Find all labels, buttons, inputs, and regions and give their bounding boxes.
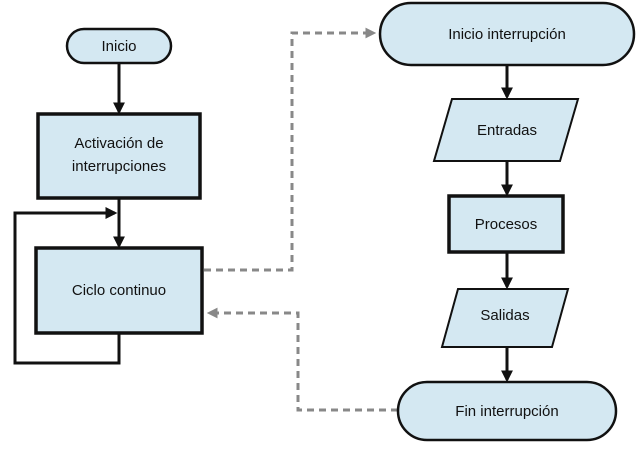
node-inicio-interrupcion-label: Inicio interrupción xyxy=(448,26,566,43)
node-activacion-label-line1: Activación de xyxy=(74,135,163,152)
node-fin-interrupcion-label: Fin interrupción xyxy=(455,403,558,420)
node-procesos-label: Procesos xyxy=(475,216,538,233)
node-inicio-interrupcion: Inicio interrupción xyxy=(378,1,636,67)
edge-ciclo-inicio-interrupcion-dashed xyxy=(204,27,377,272)
node-salidas: Salidas xyxy=(440,288,570,348)
node-entradas-label: Entradas xyxy=(477,122,537,139)
node-ciclo-continuo-label: Ciclo continuo xyxy=(72,282,166,299)
node-activacion-label-line2: interrupciones xyxy=(72,158,166,175)
edge-fin-interrupcion-ciclo-dashed xyxy=(206,307,398,412)
node-inicio: Inicio xyxy=(65,27,173,65)
node-salidas-label: Salidas xyxy=(480,307,529,324)
node-activacion: Activación de interrupciones xyxy=(36,112,202,200)
edge-ciclo-loop xyxy=(13,207,121,365)
node-inicio-label: Inicio xyxy=(101,38,136,55)
node-procesos: Procesos xyxy=(447,194,565,254)
node-ciclo-continuo: Ciclo continuo xyxy=(34,246,204,335)
node-entradas: Entradas xyxy=(432,98,580,162)
node-fin-interrupcion: Fin interrupción xyxy=(396,380,618,442)
